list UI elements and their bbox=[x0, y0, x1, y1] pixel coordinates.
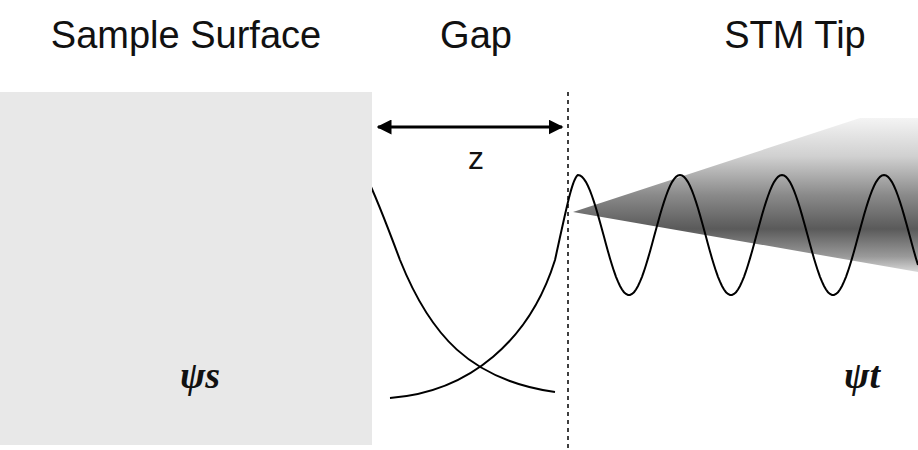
region-heading: Gap bbox=[440, 14, 512, 57]
region-heading: STM Tip bbox=[724, 14, 865, 57]
tip-boundary bbox=[567, 92, 569, 450]
wavefunction-symbol: ψs bbox=[180, 353, 220, 397]
gap-arrow bbox=[378, 126, 562, 129]
tip-wave bbox=[390, 175, 918, 398]
stm-tip-cone bbox=[573, 118, 918, 272]
sample-region: Sample Surfaceψs bbox=[0, 92, 372, 445]
wavefunction-symbol: ψt bbox=[844, 353, 880, 397]
distance-label: z bbox=[468, 140, 484, 177]
region-heading: Sample Surface bbox=[51, 14, 321, 57]
